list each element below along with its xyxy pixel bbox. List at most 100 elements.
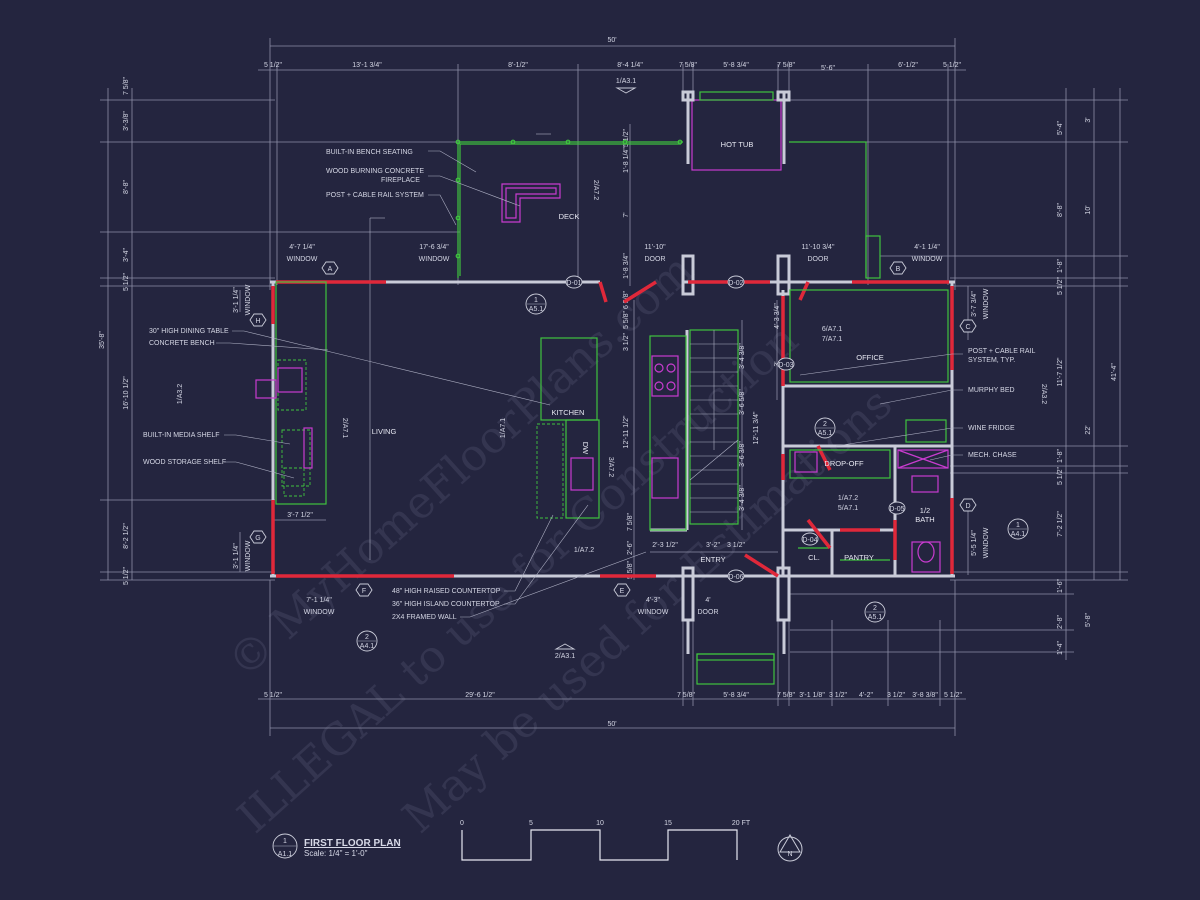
dim-bottom-1: 5 1/2" bbox=[264, 692, 283, 699]
dimension-lines bbox=[100, 38, 1128, 736]
dim-deck-c: 5 1/2" bbox=[623, 128, 630, 147]
window-tag-b: B bbox=[896, 266, 901, 273]
dim-bottom-3: 7 5/8" bbox=[677, 692, 696, 699]
door-tag-d02 bbox=[727, 275, 745, 289]
window-3-label: WINDOW bbox=[912, 256, 943, 263]
window-tag-e: E bbox=[620, 588, 625, 595]
dim-top-6: 5'-8 3/4" bbox=[723, 62, 749, 69]
dim-top-5: 7 5/8" bbox=[679, 62, 698, 69]
title-block: 1 A1.1 FIRST FLOOR PLAN Scale: 1/4" = 1'… bbox=[272, 833, 401, 859]
dim-entry-2: 3'-2" bbox=[706, 542, 720, 549]
dim-top-7: 7 5/8" bbox=[777, 62, 796, 69]
dim-bottom-6: 3'-1 1/8" bbox=[799, 692, 825, 699]
drawing-scale: Scale: 1/4" = 1'-0" bbox=[304, 849, 368, 858]
drawing-title: FIRST FLOOR PLAN bbox=[304, 838, 401, 849]
elev-1-sheet: A4.1 bbox=[360, 643, 375, 650]
fireplace bbox=[501, 183, 561, 223]
ref-a72-counter: 1/A7.2 bbox=[574, 547, 594, 554]
elev-2-num: 1 bbox=[1016, 522, 1020, 529]
ref-a72-deck: 2/A7.2 bbox=[592, 180, 599, 200]
callout-media-shelf: BUILT-IN MEDIA SHELF bbox=[143, 432, 220, 439]
hot-tub bbox=[691, 99, 782, 171]
dim-office-b: 3' bbox=[774, 361, 781, 366]
dim-bench-width: 3'-7 1/2" bbox=[287, 512, 313, 519]
dim-right-10: 2'-8" bbox=[1057, 615, 1064, 629]
window-8-label: WINDOW bbox=[983, 288, 990, 319]
dim-right-outer-1: 3' bbox=[1085, 117, 1092, 122]
window-5-size: 4'-3" bbox=[646, 597, 660, 604]
dim-stair-e: 12'-11 3/4" bbox=[753, 411, 760, 444]
fixtures bbox=[255, 281, 949, 573]
ref-a71-living: 2/A7.1 bbox=[341, 418, 348, 438]
section-2-num: 2 bbox=[823, 421, 827, 428]
room-pantry: PANTRY bbox=[844, 553, 874, 562]
window-tag-g: G bbox=[255, 535, 260, 542]
callout-rail-typ-2: SYSTEM, TYP. bbox=[968, 357, 1015, 364]
section-2-sheet: A5.1 bbox=[818, 430, 833, 437]
scale-bar-10: 10 bbox=[596, 820, 604, 827]
ref-a31-top: 1/A3.1 bbox=[616, 78, 636, 85]
callout-fireplace-1: WOOD BURNING CONCRETE bbox=[326, 168, 424, 175]
window-2-label: WINDOW bbox=[419, 256, 450, 263]
dim-right-8: 7'-2 1/2" bbox=[1057, 511, 1064, 537]
window-tag-c: C bbox=[965, 324, 970, 331]
window-9-label: WINDOW bbox=[983, 527, 990, 558]
callout-framed-wall: 2X4 FRAMED WALL bbox=[392, 614, 457, 621]
dim-entry-5: 7 5/8" bbox=[627, 512, 634, 531]
window-6-label: WINDOW bbox=[245, 284, 252, 315]
callout-bench-seating: BUILT-IN BENCH SEATING bbox=[326, 149, 413, 156]
dim-left-8: 5 1/2" bbox=[123, 566, 130, 585]
dim-right-3: 1'-8" bbox=[1057, 259, 1064, 273]
callout-wine-fridge: WINE FRIDGE bbox=[968, 425, 1015, 432]
dim-entry-1: 2'-3 1/2" bbox=[652, 542, 678, 549]
door-tag-d04 bbox=[801, 532, 819, 546]
dim-left-5: 5 1/2" bbox=[123, 272, 130, 291]
door-3-size: 4' bbox=[705, 597, 710, 604]
dim-left-4: 3'-4" bbox=[123, 248, 130, 262]
door-tag-d01-text: D-01 bbox=[566, 280, 581, 287]
callout-concrete-bench: CONCRETE BENCH bbox=[149, 340, 215, 347]
door-tag-d05-text: D-05 bbox=[889, 506, 904, 513]
room-living: LIVING bbox=[372, 427, 397, 436]
room-deck: DECK bbox=[559, 212, 580, 221]
dim-hall-c: 3 1/2" bbox=[623, 332, 630, 351]
door-3-label: DOOR bbox=[698, 609, 719, 616]
room-closet: CL. bbox=[808, 553, 820, 562]
dim-bottom-11: 5 1/2" bbox=[944, 692, 963, 699]
dim-top-1: 5 1/2" bbox=[264, 62, 283, 69]
door-tag-d03-text: D-03 bbox=[778, 362, 793, 369]
dim-right-7: 5 1/2" bbox=[1057, 466, 1064, 485]
bath-fixture bbox=[911, 541, 941, 573]
dim-bottom-7: 3 1/2" bbox=[829, 692, 848, 699]
elev-2-sheet: A4.1 bbox=[1011, 531, 1026, 538]
dim-top-4: 8'-4 1/4" bbox=[617, 62, 643, 69]
elev-1-num: 2 bbox=[365, 634, 369, 641]
staircase bbox=[689, 329, 739, 525]
dim-right-2: 8'-8" bbox=[1057, 203, 1064, 217]
window-4-size: 7'-1 1/4" bbox=[306, 597, 332, 604]
dim-top-overall: 50' bbox=[607, 37, 616, 44]
dim-left-7: 8'-2 1/2" bbox=[123, 523, 130, 549]
room-kitchen: KITCHEN bbox=[552, 408, 585, 417]
dim-bottom-8: 4'-2" bbox=[859, 692, 873, 699]
room-bath-line-2: BATH bbox=[915, 515, 934, 524]
dim-right-4: 5 1/2" bbox=[1057, 276, 1064, 295]
dim-right-11: 5'-8" bbox=[1085, 613, 1092, 627]
window-2-size: 17'-6 3/4" bbox=[419, 244, 449, 251]
ref-a31-bottom: 2/A3.1 bbox=[555, 653, 575, 660]
dim-bottom-10: 3'-8 3/8" bbox=[912, 692, 938, 699]
window-5-label: WINDOW bbox=[638, 609, 669, 616]
dim-left-3: 8'-8" bbox=[123, 180, 130, 194]
door-tag-d03 bbox=[777, 357, 795, 371]
dim-entry-4: 2'-6" bbox=[627, 541, 634, 555]
dim-deck-a: 1'-8 1/4" bbox=[623, 147, 630, 173]
dim-hall-d: 5 5/8" bbox=[623, 310, 630, 329]
window-tags: A B C D E F G H bbox=[249, 261, 977, 597]
window-1-size: 4'-7 1/4" bbox=[289, 244, 315, 251]
door-tag-d02-text: D-02 bbox=[728, 280, 743, 287]
dim-top-8: 5'-6" bbox=[821, 65, 835, 72]
dim-bottom-5: 7 5/8" bbox=[777, 692, 796, 699]
window-7-size: 3'-1 1/4" bbox=[233, 543, 240, 569]
callout-raised-countertop: 48" HIGH RAISED COUNTERTOP bbox=[392, 588, 501, 595]
callout-storage-shelf: WOOD STORAGE SHELF bbox=[143, 459, 226, 466]
